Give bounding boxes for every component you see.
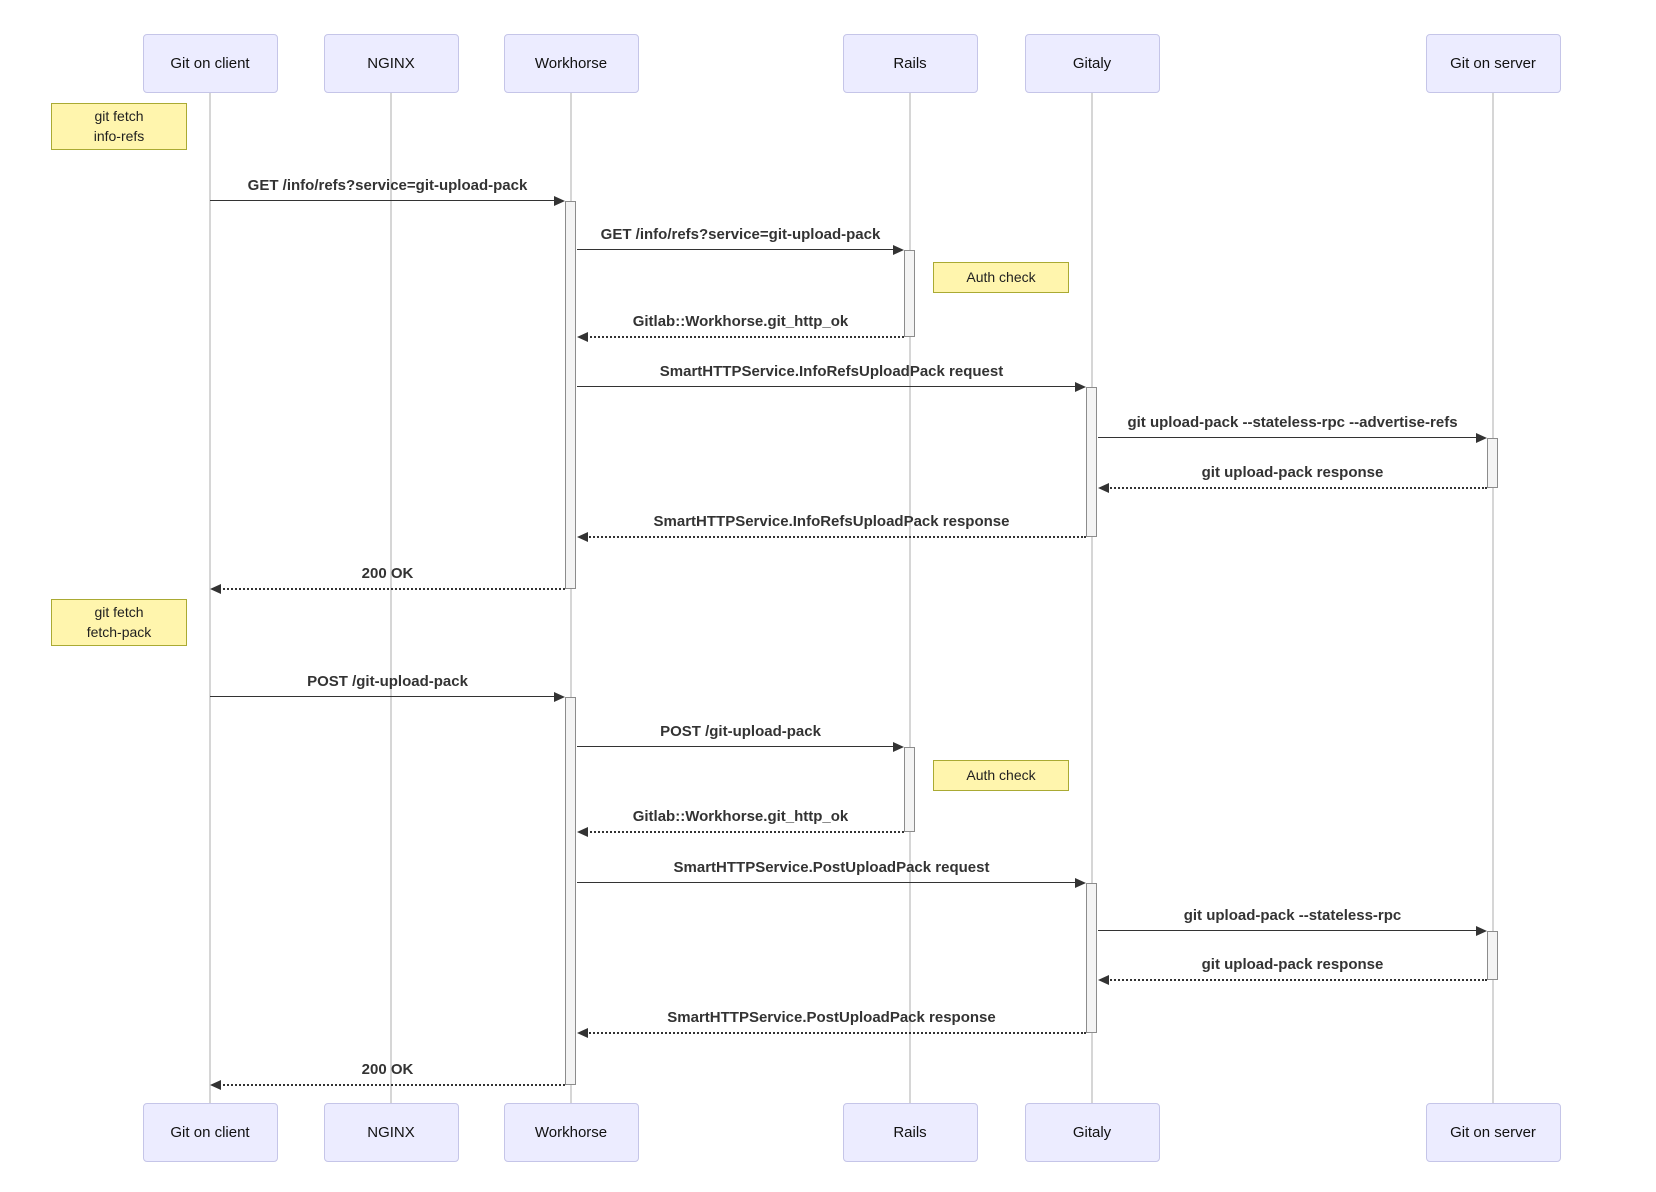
- message-line-dashed: [586, 536, 1086, 538]
- arrowhead-icon: [554, 691, 565, 702]
- actor-workhorse-top: Workhorse: [503, 34, 639, 93]
- actor-git-on-client-top: Git on client: [142, 34, 278, 93]
- activation-bar-workhorse: [565, 201, 576, 589]
- note-text-line: Auth check: [966, 766, 1036, 783]
- message-label: 200 OK: [361, 1061, 414, 1078]
- note-auth-check-2: Auth check: [933, 760, 1069, 791]
- actor-label: NGINX: [367, 1124, 415, 1141]
- arrowhead-icon: [210, 1079, 221, 1090]
- arrowhead-icon: [577, 826, 588, 837]
- arrowhead-icon: [577, 331, 588, 342]
- actor-rails-top: Rails: [842, 34, 978, 93]
- note-text-line: git fetch: [94, 107, 144, 124]
- actor-label: Git on server: [1450, 1124, 1536, 1141]
- activation-bar-git-on-server: [1487, 931, 1498, 980]
- message-label: GET /info/refs?service=git-upload-pack: [600, 226, 881, 243]
- arrowhead-icon: [1476, 925, 1487, 936]
- arrowhead-icon: [1476, 432, 1487, 443]
- message-line-solid: [210, 200, 556, 201]
- message-line-solid: [577, 746, 895, 747]
- lifeline-git-on-server: [1492, 93, 1494, 1103]
- actor-gitaly-top: Gitaly: [1024, 34, 1160, 93]
- message-label: git upload-pack response: [1201, 956, 1384, 973]
- arrowhead-icon: [893, 741, 904, 752]
- actor-label: Rails: [893, 1124, 927, 1141]
- actor-git-on-server-bottom: Git on server: [1425, 1103, 1561, 1162]
- actor-label: Rails: [893, 55, 927, 72]
- note-auth-check-1: Auth check: [933, 262, 1069, 293]
- lifeline-workhorse: [570, 93, 572, 1103]
- message-line-dashed: [586, 831, 904, 833]
- note-text-line: Auth check: [966, 268, 1036, 285]
- actor-label: Git on client: [170, 55, 250, 72]
- message-line-solid: [577, 386, 1077, 387]
- note-git-fetch-fetch-pack: git fetch fetch-pack: [51, 599, 187, 646]
- message-label: SmartHTTPService.InfoRefsUploadPack requ…: [659, 363, 1004, 380]
- arrowhead-icon: [554, 195, 565, 206]
- actor-git-on-server-top: Git on server: [1425, 34, 1561, 93]
- arrowhead-icon: [1075, 877, 1086, 888]
- note-text-line: fetch-pack: [86, 623, 152, 640]
- message-label: GET /info/refs?service=git-upload-pack: [247, 177, 528, 194]
- actor-label: Git on server: [1450, 55, 1536, 72]
- arrowhead-icon: [1098, 482, 1109, 493]
- actor-git-on-client-bottom: Git on client: [142, 1103, 278, 1162]
- message-label: SmartHTTPService.InfoRefsUploadPack resp…: [653, 513, 1010, 530]
- lifeline-nginx: [390, 93, 392, 1103]
- actor-label: Gitaly: [1072, 55, 1112, 72]
- message-label: Gitlab::Workhorse.git_http_ok: [632, 313, 849, 330]
- message-label: 200 OK: [361, 565, 414, 582]
- note-text-line: git fetch: [94, 603, 144, 620]
- arrowhead-icon: [893, 244, 904, 255]
- message-label: git upload-pack --stateless-rpc --advert…: [1127, 414, 1458, 431]
- actor-gitaly-bottom: Gitaly: [1024, 1103, 1160, 1162]
- arrowhead-icon: [577, 531, 588, 542]
- message-label: SmartHTTPService.PostUploadPack response: [667, 1009, 996, 1026]
- activation-bar-git-on-server: [1487, 438, 1498, 488]
- actor-rails-bottom: Rails: [842, 1103, 978, 1162]
- activation-bar-gitaly: [1086, 883, 1097, 1033]
- actor-label: Workhorse: [534, 1124, 608, 1141]
- message-line-dashed: [219, 1084, 565, 1086]
- actor-label: Gitaly: [1072, 1124, 1112, 1141]
- message-label: SmartHTTPService.PostUploadPack request: [673, 859, 990, 876]
- arrowhead-icon: [210, 583, 221, 594]
- note-git-fetch-info-refs: git fetch info-refs: [51, 103, 187, 150]
- message-line-solid: [1098, 930, 1478, 931]
- message-line-dashed: [586, 1032, 1086, 1034]
- actor-label: NGINX: [367, 55, 415, 72]
- actor-nginx-top: NGINX: [323, 34, 459, 93]
- arrowhead-icon: [1098, 974, 1109, 985]
- lifeline-rails: [909, 93, 911, 1103]
- actor-nginx-bottom: NGINX: [323, 1103, 459, 1162]
- lifeline-gitaly: [1091, 93, 1093, 1103]
- message-line-solid: [577, 249, 895, 250]
- message-line-dashed: [586, 336, 904, 338]
- message-line-solid: [577, 882, 1077, 883]
- message-line-dashed: [1107, 979, 1487, 981]
- message-label: Gitlab::Workhorse.git_http_ok: [632, 808, 849, 825]
- actor-label: Workhorse: [534, 55, 608, 72]
- message-label: POST /git-upload-pack: [307, 673, 468, 690]
- message-label: POST /git-upload-pack: [660, 723, 821, 740]
- note-text-line: info-refs: [93, 127, 145, 144]
- message-line-dashed: [219, 588, 565, 590]
- activation-bar-rails: [904, 250, 915, 337]
- activation-bar-gitaly: [1086, 387, 1097, 537]
- actor-workhorse-bottom: Workhorse: [503, 1103, 639, 1162]
- arrowhead-icon: [577, 1027, 588, 1038]
- lifeline-git-on-client: [209, 93, 211, 1103]
- message-line-solid: [1098, 437, 1478, 438]
- message-label: git upload-pack response: [1201, 464, 1384, 481]
- actor-label: Git on client: [170, 1124, 250, 1141]
- activation-bar-rails: [904, 747, 915, 832]
- arrowhead-icon: [1075, 381, 1086, 392]
- message-line-dashed: [1107, 487, 1487, 489]
- message-line-solid: [210, 696, 556, 697]
- activation-bar-workhorse: [565, 697, 576, 1085]
- message-label: git upload-pack --stateless-rpc: [1183, 907, 1402, 924]
